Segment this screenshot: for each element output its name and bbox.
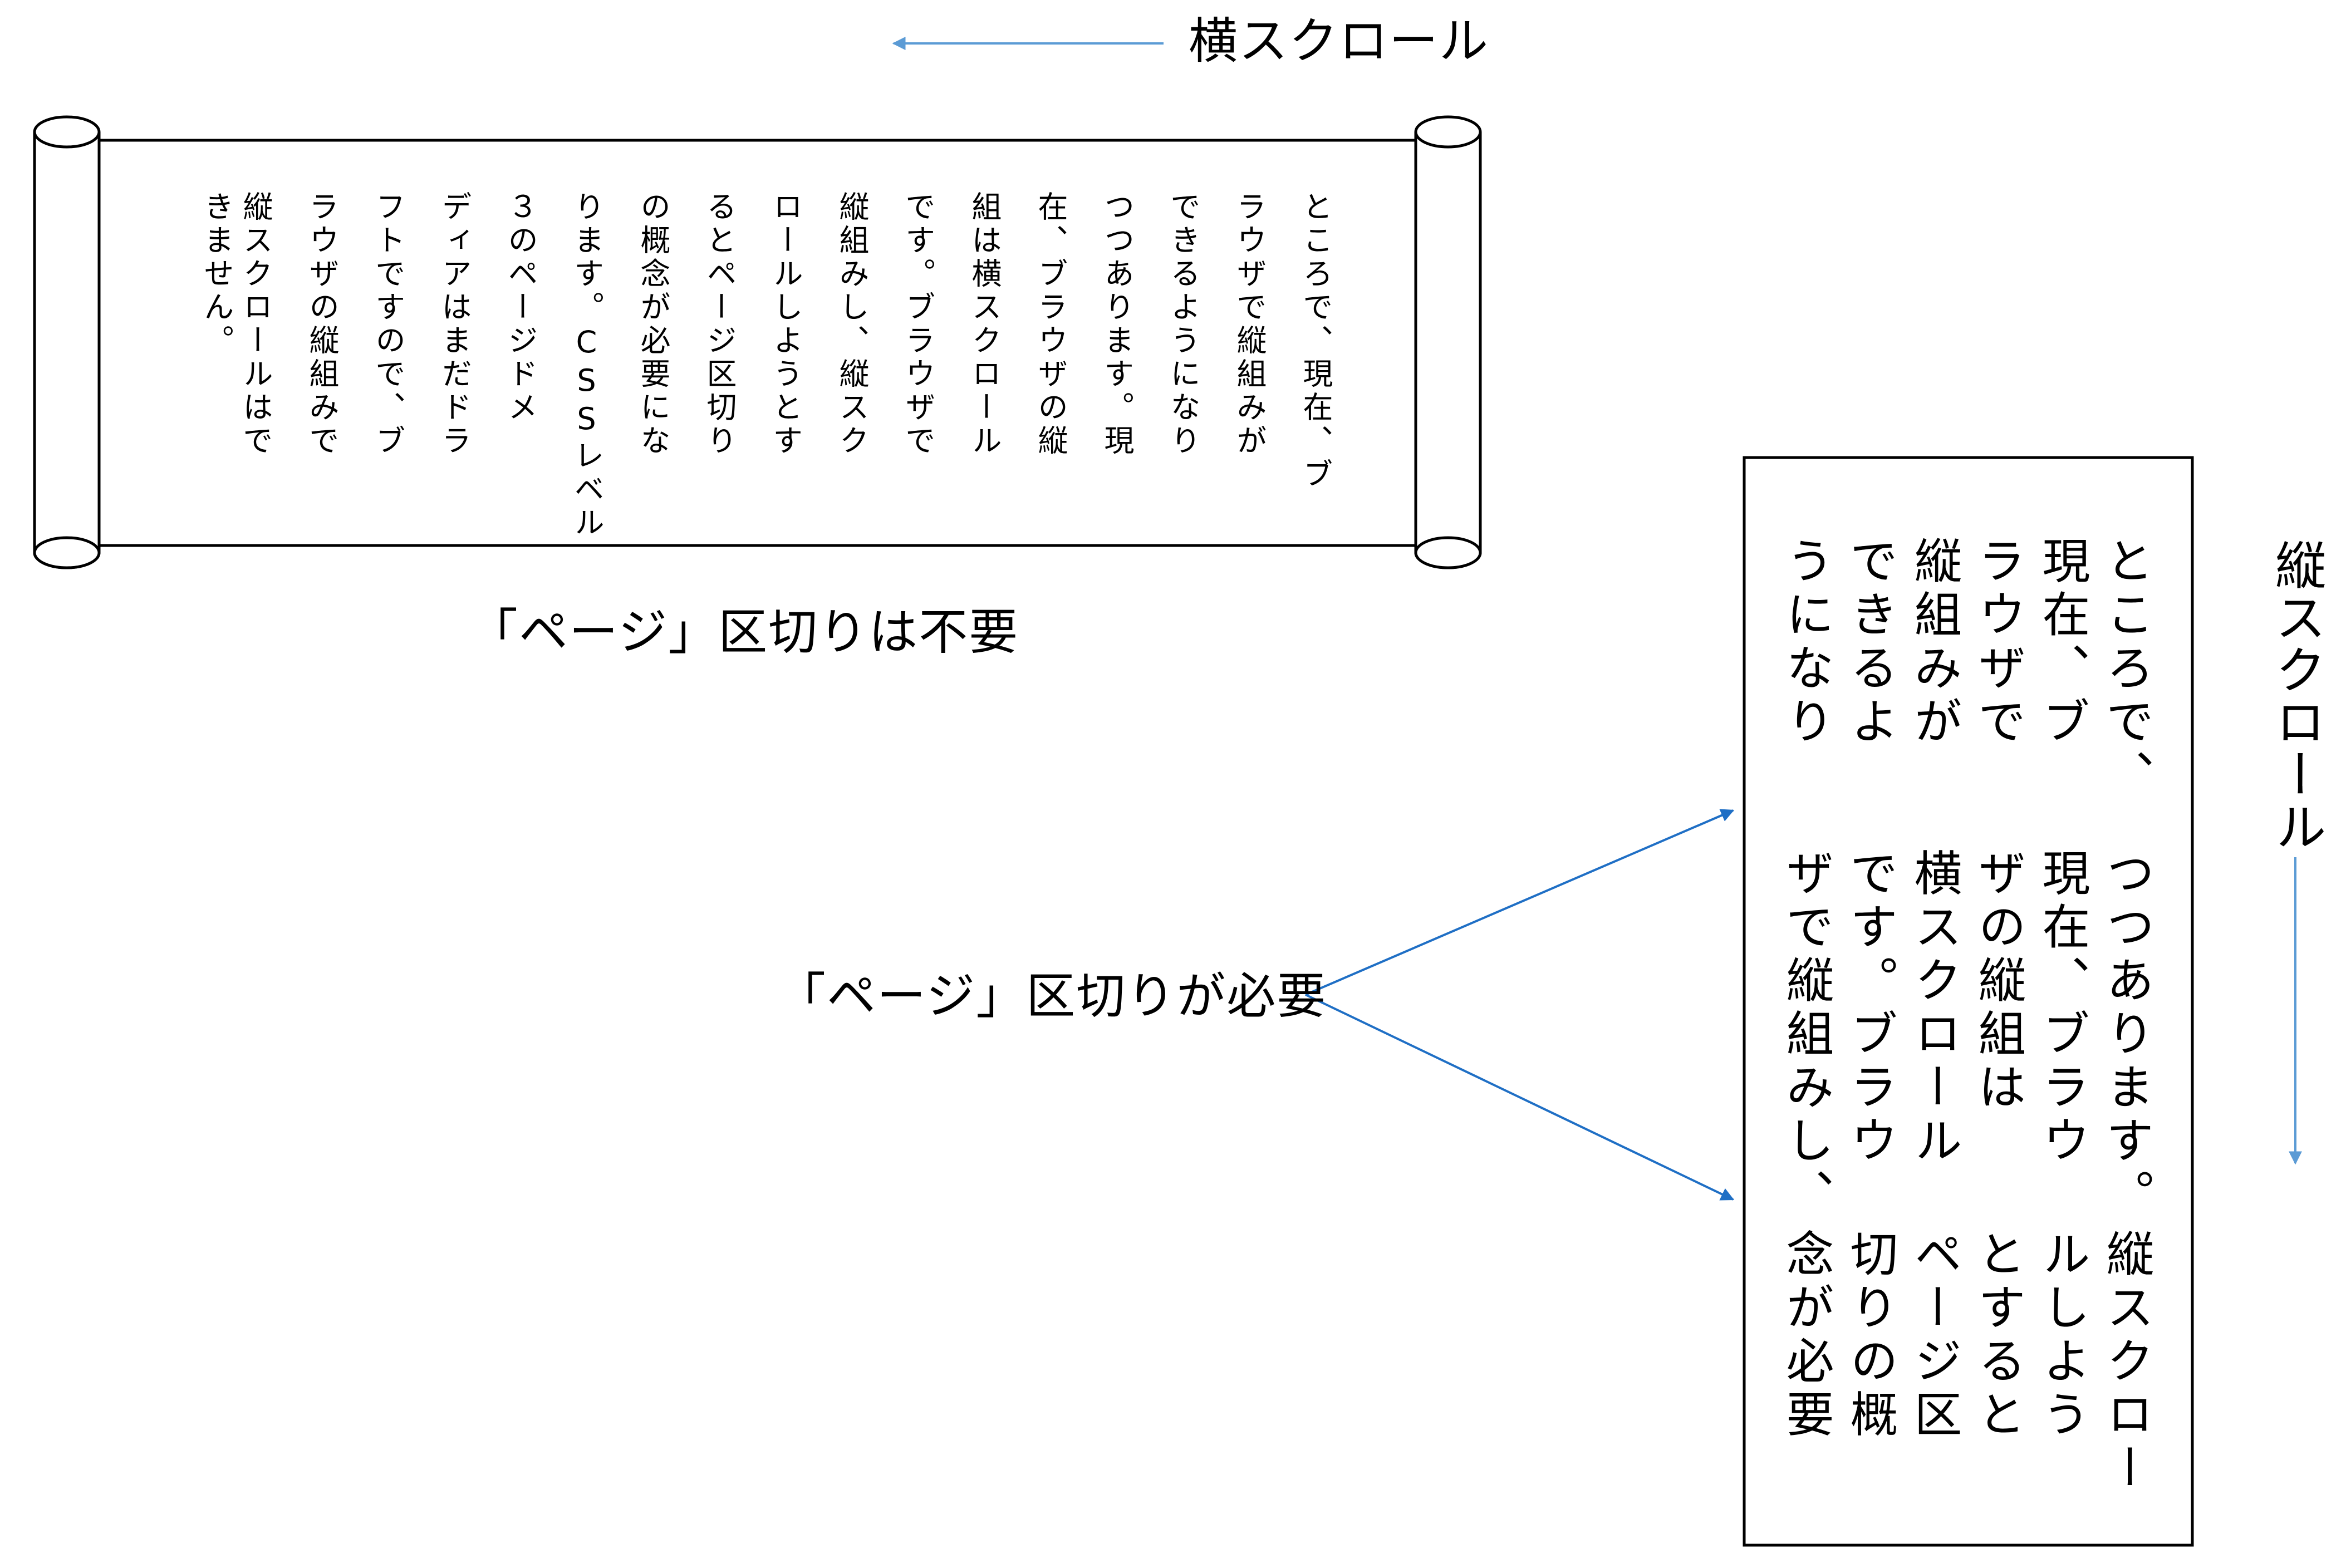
no-page-break-label: 「ページ」区切りは不要 bbox=[469, 603, 1019, 661]
page-text-column: ザの縦組は bbox=[1970, 848, 2025, 1115]
scroll-text-column: 縦スクロールはで bbox=[238, 191, 273, 458]
scroll-text-column: ロールしようとす bbox=[768, 191, 803, 458]
scroll-text-column: できるようになり bbox=[1165, 191, 1200, 458]
scroll-text-column: るとページ区切り bbox=[701, 191, 737, 458]
scroll-text-column: ところで、現在、ブ bbox=[1298, 191, 1333, 491]
scroll-text-column: ３のページドメ bbox=[503, 191, 538, 425]
page-text-column: です。ブラウ bbox=[1842, 848, 1897, 1169]
page-text-column: 縦スクロー bbox=[2098, 1229, 2153, 1496]
scroll-text-column: きません。 bbox=[199, 191, 234, 358]
scroll-text-column: フトですので、ブ bbox=[370, 191, 405, 458]
vertical-scroll-label: 縦スクロール bbox=[2266, 539, 2326, 853]
page-text-column: とすると bbox=[1970, 1229, 2025, 1443]
scroll-text-column: ります。CSSレベル bbox=[569, 191, 604, 540]
page-text-column: 横スクロール bbox=[1906, 848, 1961, 1169]
page-frame bbox=[1743, 456, 2194, 1547]
page-text-column: ザで縦組みし、 bbox=[1778, 848, 1833, 1222]
horizontal-scroll-label: 横スクロール bbox=[1189, 12, 1490, 70]
page-text-column: ラウザで bbox=[1970, 536, 2025, 750]
scroll-illustration bbox=[33, 115, 1482, 569]
scroll-text-column: 縦組みし、縦スク bbox=[834, 191, 869, 458]
page-break-needed-label: 「ページ」区切りが必要 bbox=[777, 967, 1327, 1025]
right-scroll-rod bbox=[1414, 132, 1482, 569]
scroll-text-column: 在、ブラウザの縦 bbox=[1033, 191, 1068, 458]
page-text-column: ところで、 bbox=[2098, 536, 2153, 803]
page-text-column: つつあります。 bbox=[2098, 848, 2153, 1222]
page-text-column: 念が必要 bbox=[1778, 1229, 1833, 1443]
scroll-text-column: ディアはまだドラ bbox=[436, 191, 472, 458]
page-text-column: うになり bbox=[1778, 536, 1833, 750]
page-text-column: ページ区 bbox=[1906, 1229, 1961, 1443]
page-text-column: 現在、ブラウ bbox=[2034, 848, 2089, 1169]
page-text-column: できるよ bbox=[1842, 536, 1897, 750]
page-text-column: 縦組みが bbox=[1906, 536, 1961, 750]
scroll-text-column: ラウザで縦組みが bbox=[1231, 191, 1267, 458]
page-text-column: 切りの概 bbox=[1842, 1229, 1897, 1443]
page-break-arrow-upper bbox=[1305, 809, 1735, 996]
scroll-text-column: つつあります。現 bbox=[1099, 191, 1134, 458]
page-break-arrow-lower bbox=[1305, 994, 1735, 1201]
scroll-text-column: の概念が必要にな bbox=[635, 191, 670, 458]
scroll-text-column: ラウザの縦組みで bbox=[304, 191, 339, 458]
scroll-text-column: です。ブラウザで bbox=[900, 191, 935, 458]
scroll-text-column: 組は横スクロール bbox=[966, 191, 1002, 458]
left-scroll-rod bbox=[33, 132, 101, 569]
page-text-column: ルしよう bbox=[2034, 1229, 2089, 1443]
page-text-column: 現在、ブ bbox=[2034, 536, 2089, 750]
